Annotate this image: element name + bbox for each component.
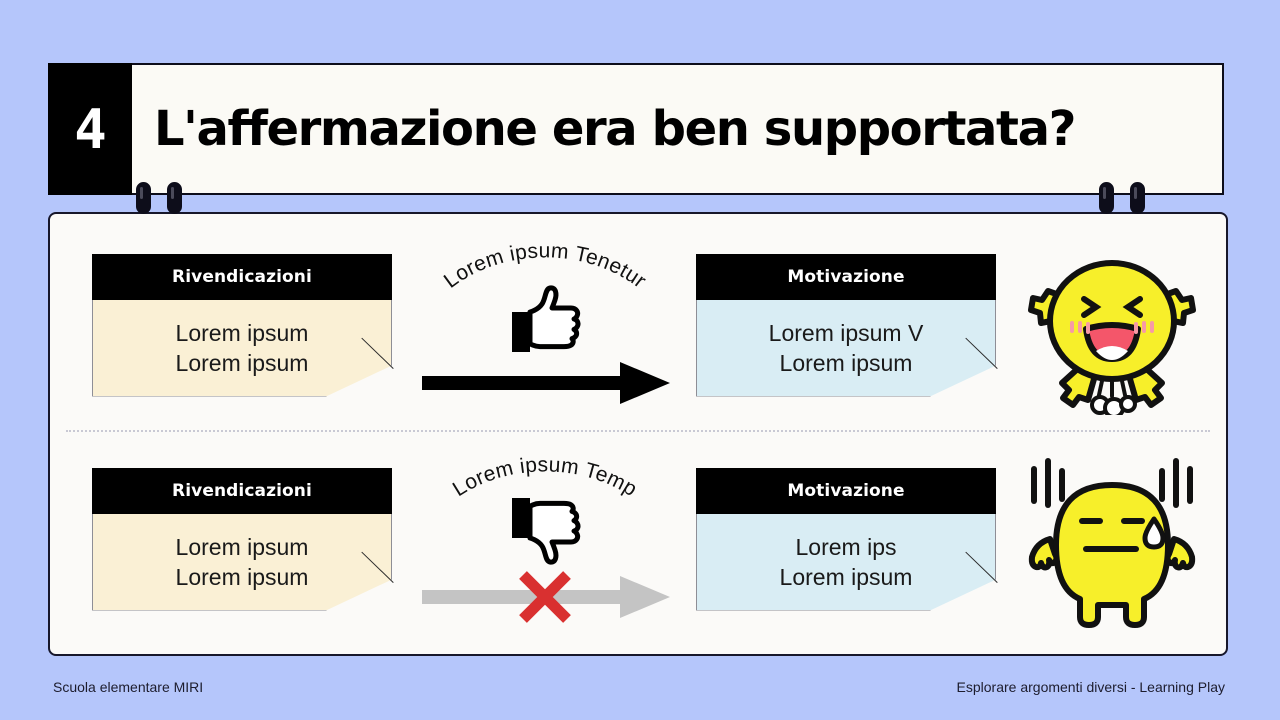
content-panel: Rivendicazioni Lorem ipsum Lorem ipsum L… — [48, 212, 1228, 656]
motivation-card-2-header: Motivazione — [696, 467, 996, 514]
comparison-row-1: Rivendicazioni Lorem ipsum Lorem ipsum L… — [50, 222, 1226, 428]
cross-icon — [519, 571, 571, 623]
claim-card-2-line-1: Lorem ipsum — [175, 533, 309, 560]
motivation-card-1-body: Lorem ipsum V Lorem ipsum — [696, 299, 996, 397]
binder-ring-2 — [167, 182, 182, 214]
motivation-card-1-header: Motivazione — [696, 253, 996, 300]
slide-number-badge: 4 — [48, 63, 132, 195]
claim-card-2-line-2: Lorem ipsum — [175, 563, 309, 590]
footer-right-label: Esplorare argomenti diversi - Learning P… — [956, 679, 1225, 695]
connector-1: Lorem ipsum Tenetur — [414, 239, 676, 410]
claim-card-1-body: Lorem ipsum Lorem ipsum — [92, 299, 392, 397]
comparison-row-2: Rivendicazioni Lorem ipsum Lorem ipsum L… — [50, 436, 1226, 642]
claim-card-2[interactable]: Rivendicazioni Lorem ipsum Lorem ipsum — [92, 467, 394, 611]
binder-ring-4 — [1130, 182, 1145, 214]
slide-header: 4 L'affermazione era ben supportata? — [48, 63, 1224, 195]
motivation-card-2-line-1: Lorem ips — [795, 533, 897, 560]
motivation-card-1[interactable]: Motivazione Lorem ipsum V Lorem ipsum — [696, 253, 998, 397]
claim-card-1-header: Rivendicazioni — [92, 253, 392, 300]
claim-card-2-header: Rivendicazioni — [92, 467, 392, 514]
binder-ring-1 — [136, 182, 151, 214]
claim-card-1[interactable]: Rivendicazioni Lorem ipsum Lorem ipsum — [92, 253, 394, 397]
thumbs-up-icon — [512, 285, 581, 352]
footer-left-label: Scuola elementare MIRI — [53, 679, 204, 695]
motivation-card-2-body: Lorem ips Lorem ipsum — [696, 513, 996, 611]
thumbs-down-icon — [512, 498, 581, 565]
connector-2: Lorem ipsum Temp — [414, 453, 676, 624]
motivation-card-2-line-2: Lorem ipsum — [779, 563, 913, 590]
claim-card-2-body: Lorem ipsum Lorem ipsum — [92, 513, 392, 611]
happy-jumping-mascot — [1012, 235, 1212, 415]
motivation-card-1-line-1: Lorem ipsum V — [768, 319, 924, 346]
row-divider — [66, 430, 1210, 432]
motivation-card-1-line-2: Lorem ipsum — [779, 349, 913, 376]
binder-ring-3 — [1099, 182, 1114, 214]
nervous-sweating-mascot — [1012, 449, 1212, 629]
connector-1-arc: Lorem ipsum Tenetur — [440, 239, 650, 292]
claim-card-1-line-2: Lorem ipsum — [175, 349, 309, 376]
claim-card-1-line-1: Lorem ipsum — [175, 319, 309, 346]
motivation-card-2[interactable]: Motivazione Lorem ips Lorem ipsum — [696, 467, 998, 611]
connector-2-arc: Lorem ipsum Temp — [449, 453, 641, 501]
slide-title-bar: L'affermazione era ben supportata? — [132, 63, 1224, 195]
connector-1-arrow — [422, 362, 670, 404]
page-title: L'affermazione era ben supportata? — [154, 101, 1076, 157]
